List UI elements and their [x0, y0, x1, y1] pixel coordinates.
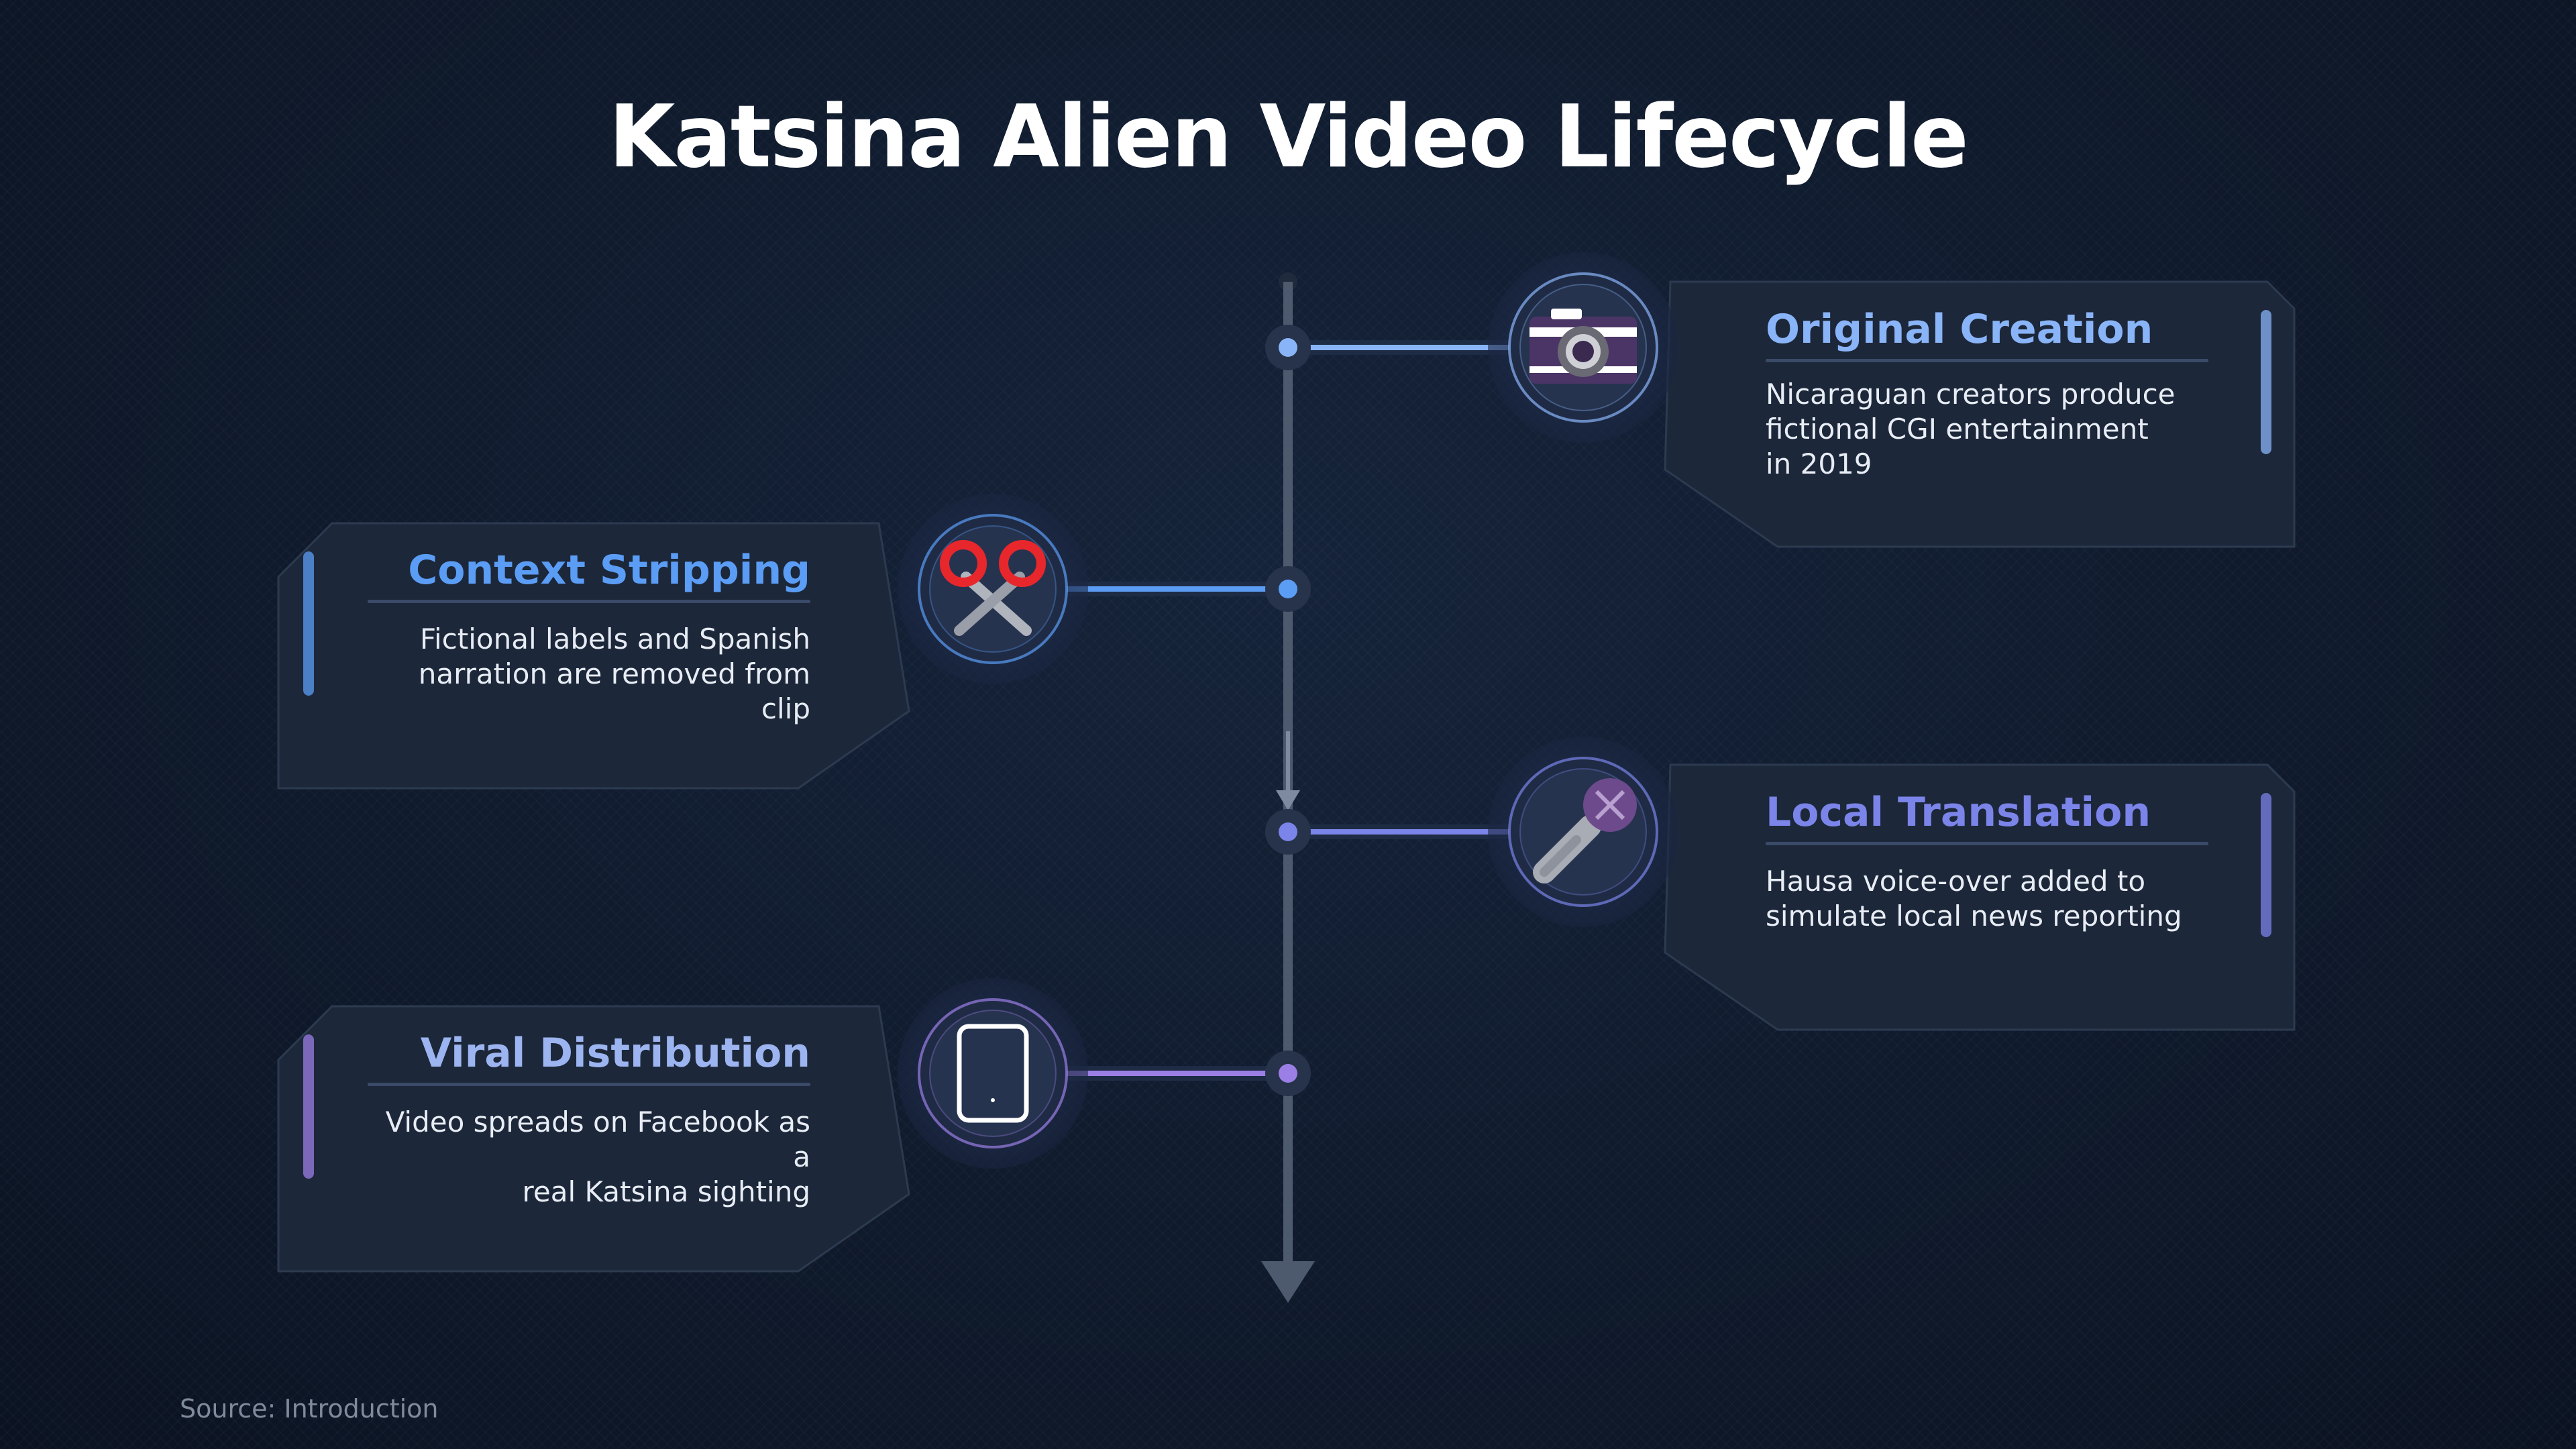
- source-note: Source: Introduction: [180, 1394, 439, 1424]
- description-line: simulate local news reporting: [1766, 900, 2182, 932]
- microphone-icon: [1533, 778, 1637, 883]
- title-underline: [1766, 842, 2208, 845]
- card-accent-bar: [2261, 310, 2271, 454]
- card-accent-bar: [2261, 793, 2271, 937]
- card-text-viral-distribution: Viral Distribution Video spreads on Face…: [368, 1029, 810, 1210]
- stage-title: Context Stripping: [408, 547, 810, 594]
- title-underline: [368, 600, 810, 603]
- title-underline: [368, 1083, 810, 1086]
- timeline-node-dot: [1279, 822, 1297, 841]
- camera-icon: [1529, 309, 1637, 384]
- stage-description: Video spreads on Facebook as a real Kats…: [368, 1105, 810, 1210]
- description-line: Fictional labels and Spanish: [419, 623, 810, 655]
- page-title: Katsina Alien Video Lifecycle: [608, 87, 1969, 187]
- spine-arrowhead: [1261, 1261, 1315, 1303]
- stage-description: Hausa voice-over added to simulate local…: [1766, 864, 2208, 934]
- description-line: narration are removed from clip: [418, 657, 810, 725]
- card-accent-bar: [303, 1034, 314, 1179]
- card-text-context-stripping: Context Stripping Fictional labels and S…: [368, 546, 810, 727]
- stage-viral-distribution: [277, 978, 1311, 1273]
- card-local-translation: [1664, 763, 2296, 1031]
- card-text-original-creation: Original Creation Nicaraguan creators pr…: [1766, 305, 2208, 482]
- description-line: Hausa voice-over added to: [1766, 865, 2146, 898]
- description-line: Video spreads on Facebook as a: [385, 1106, 810, 1173]
- scissors-icon: [940, 540, 1046, 636]
- timeline-node-dot: [1279, 338, 1297, 357]
- stage-context-stripping: [277, 494, 1311, 790]
- card-text-local-translation: Local Translation Hausa voice-over added…: [1766, 788, 2208, 934]
- stage-title: Original Creation: [1766, 306, 2153, 353]
- description-line: Nicaraguan creators produce: [1766, 378, 2176, 411]
- stage-original-creation: [1265, 252, 2296, 548]
- timeline-node-dot: [1279, 1064, 1297, 1083]
- card-original-creation: [1664, 280, 2296, 548]
- timeline-node-dot: [1279, 580, 1297, 598]
- smartphone-icon: [957, 1024, 1029, 1123]
- description-line: fictional CGI entertainment: [1766, 413, 2149, 445]
- stage-title: Viral Distribution: [420, 1030, 810, 1077]
- card-viral-distribution: [277, 1005, 910, 1273]
- card-context-stripping: [277, 522, 910, 790]
- stage-description: Fictional labels and Spanish narration a…: [368, 622, 810, 727]
- description-line: in 2019: [1766, 447, 1872, 480]
- title-underline: [1766, 359, 2208, 362]
- stage-local-translation: [1265, 737, 2296, 1031]
- card-accent-bar: [303, 551, 314, 696]
- stage-title: Local Translation: [1766, 789, 2151, 836]
- stage-description: Nicaraguan creators produce fictional CG…: [1766, 377, 2208, 482]
- description-line: real Katsina sighting: [522, 1175, 810, 1208]
- spine-mid-arrowhead: [1276, 790, 1300, 810]
